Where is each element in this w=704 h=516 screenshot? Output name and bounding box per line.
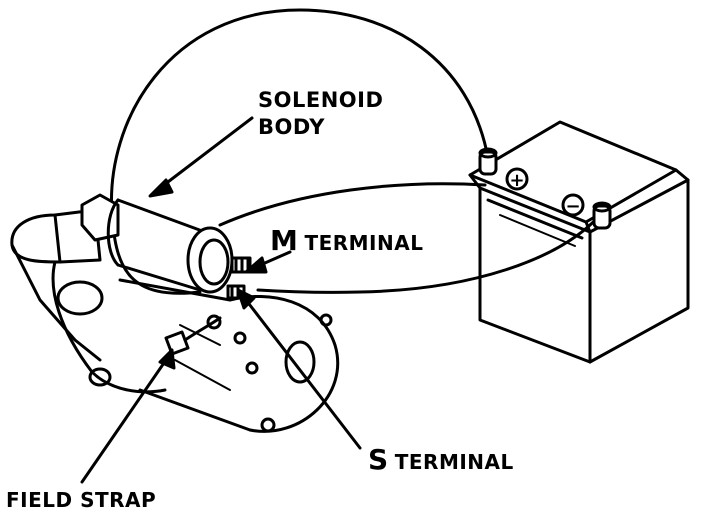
jumper-wire-negative <box>256 213 602 294</box>
s-terminal-letter: S <box>368 443 389 476</box>
s-terminal-label: S TERMINAL <box>368 446 514 474</box>
field-strap-leader-line <box>80 358 168 484</box>
solenoid-leader-line <box>158 116 254 190</box>
field-strap-label: FIELD STRAP <box>6 488 157 512</box>
field-strap-arrowhead <box>158 348 176 370</box>
s-terminal-arrowhead <box>236 288 256 310</box>
field-strap-connector <box>164 330 190 356</box>
battery <box>468 120 690 364</box>
solenoid-arrowhead <box>148 178 174 198</box>
solenoid-label-line1: SOLENOID <box>258 88 384 112</box>
positive-terminal-marker <box>505 167 529 191</box>
m-terminal-arrowhead <box>244 256 268 274</box>
solenoid <box>106 198 252 300</box>
starter-motor <box>10 193 340 433</box>
negative-symbol: − <box>565 196 580 217</box>
solenoid-label-line2: BODY <box>258 115 325 139</box>
m-terminal-letter: M <box>270 224 299 257</box>
battery-to-solenoid-wire <box>218 182 487 227</box>
m-terminal-label: M TERMINAL <box>270 227 423 255</box>
negative-terminal-marker <box>561 193 585 217</box>
m-terminal-word: TERMINAL <box>304 231 424 255</box>
s-terminal-leader-line <box>244 298 362 450</box>
s-terminal-word: TERMINAL <box>394 450 514 474</box>
positive-symbol: + <box>509 170 524 191</box>
